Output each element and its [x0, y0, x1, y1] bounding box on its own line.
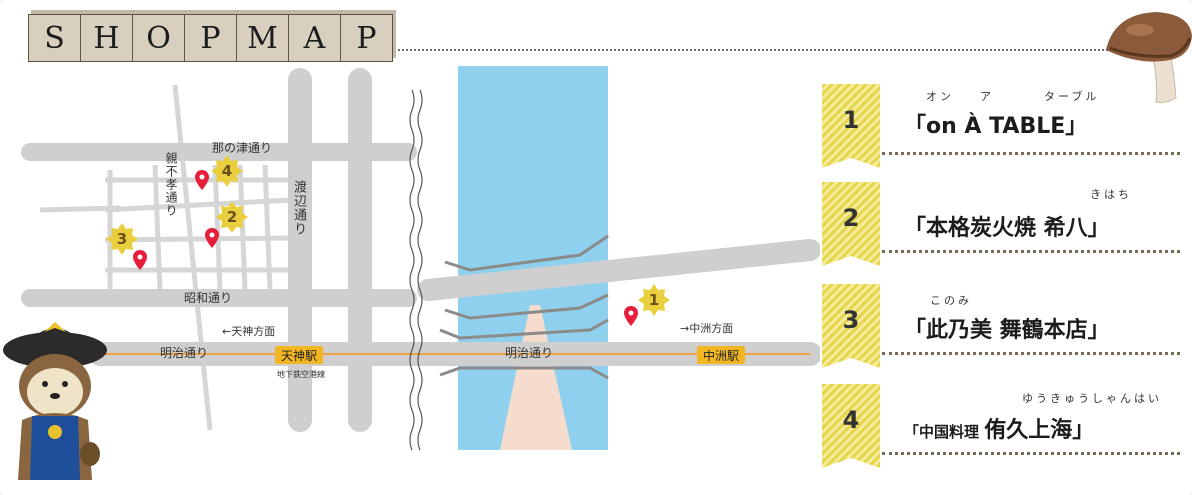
title-letter: M [236, 14, 289, 62]
shop-list-item-3[interactable]: 3 このみ 「此乃美 舞鶴本店」 [822, 284, 1182, 368]
shop-ruby: ゆうきゅうしゃんはい [1022, 392, 1162, 405]
shop-marker-4[interactable]: 4 [210, 154, 244, 188]
shop-list-item-4[interactable]: 4 ゆうきゅうしゃんはい 「中国料理 侑久上海」 [822, 384, 1182, 468]
legend-divider [882, 250, 1180, 253]
shop-marker-1[interactable]: 1 [637, 283, 671, 317]
shop-ruby: このみ [930, 294, 972, 307]
shop-list-item-2[interactable]: 2 きはち 「本格炭火焼 希八」 [822, 182, 1182, 266]
shop-name-prefix: 「中国料理 [904, 423, 985, 441]
title-letter: P [184, 14, 237, 62]
shop-ruby: きはち [1090, 188, 1132, 201]
marker-number: 4 [221, 162, 233, 180]
legend-divider [882, 152, 1180, 155]
shop-ruby: ア [980, 90, 994, 103]
shop-list-item-1[interactable]: 1 オン ア ターブル 「on À TABLE」 [822, 84, 1182, 168]
street-label-nanotsu: 那の津通り [212, 141, 273, 155]
legend-divider [882, 352, 1180, 355]
street-label-showa: 昭和通り [184, 291, 233, 305]
riverbank [500, 305, 572, 450]
mascot-character [3, 322, 107, 480]
shop-name-main: 「此乃美 [904, 318, 1000, 343]
station-nakasu: 中洲駅 [697, 346, 746, 364]
area-map [21, 66, 820, 451]
map-break [409, 89, 423, 451]
shop-name: 「本格炭火焼 希八」 [904, 210, 1110, 242]
map-pin-icon[interactable] [133, 250, 147, 270]
shopmap-title: S H O P M A P [28, 14, 393, 66]
street-label-meiji-east: 明治通り [505, 346, 554, 360]
shop-number: 4 [842, 406, 860, 434]
station-tenjin: 天神駅 [275, 346, 324, 364]
shop-number: 1 [842, 106, 860, 134]
bridge-outline [439, 234, 609, 380]
star-badge-icon [216, 201, 248, 233]
number-flag-icon [822, 284, 880, 368]
shop-marker-2[interactable]: 2 [215, 200, 249, 234]
number-flag-icon [822, 384, 880, 468]
shop-name-sub: 希八」 [1043, 216, 1110, 241]
shop-name: 「中国料理 侑久上海」 [904, 412, 1094, 444]
title-letter: O [132, 14, 185, 62]
map-pin-icon[interactable] [205, 228, 219, 248]
subway-line-label: 地下鉄空港線 [277, 370, 325, 379]
star-badge-icon [638, 284, 670, 316]
title-letter: H [80, 14, 133, 62]
title-letter: P [340, 14, 393, 62]
number-flag-icon [822, 182, 880, 266]
street-label-meiji-west: 明治通り [160, 346, 209, 360]
marker-number: 1 [648, 291, 660, 309]
shop-ruby: ターブル [1044, 90, 1100, 103]
map-pin-icon[interactable] [195, 170, 209, 190]
number-flag-icon [822, 84, 880, 168]
street-label-watanabe: 渡辺通り [291, 180, 306, 236]
map-pin-icon[interactable] [624, 306, 638, 326]
shop-name: 「此乃美 舞鶴本店」 [904, 312, 1110, 344]
shop-name-sub: 舞鶴本店」 [999, 318, 1110, 343]
legend-divider [882, 452, 1180, 455]
direction-nakasu: →中洲方面 [680, 322, 734, 335]
title-divider [398, 49, 1108, 51]
star-badge-icon [211, 155, 243, 187]
shop-ruby: オン [926, 90, 954, 103]
marker-number: 2 [226, 208, 238, 226]
title-letter: A [288, 14, 341, 62]
direction-tenjin: ←天神方面 [222, 325, 276, 338]
shop-name-main: 「本格炭火焼 [904, 216, 1044, 241]
minor-streets [39, 84, 291, 431]
shop-marker-3[interactable]: 3 [105, 222, 139, 256]
shop-number: 2 [842, 204, 860, 232]
shop-name-main: 侑久上海」 [984, 418, 1095, 443]
shop-number: 3 [842, 306, 860, 334]
marker-number: 3 [116, 230, 128, 248]
star-badge-icon [106, 223, 138, 255]
title-letter: S [28, 14, 81, 62]
street-label-oyafuko: 親不孝通り [164, 152, 178, 217]
mushroom-icon [1106, 12, 1192, 103]
shop-name: 「on À TABLE」 [904, 114, 1088, 139]
